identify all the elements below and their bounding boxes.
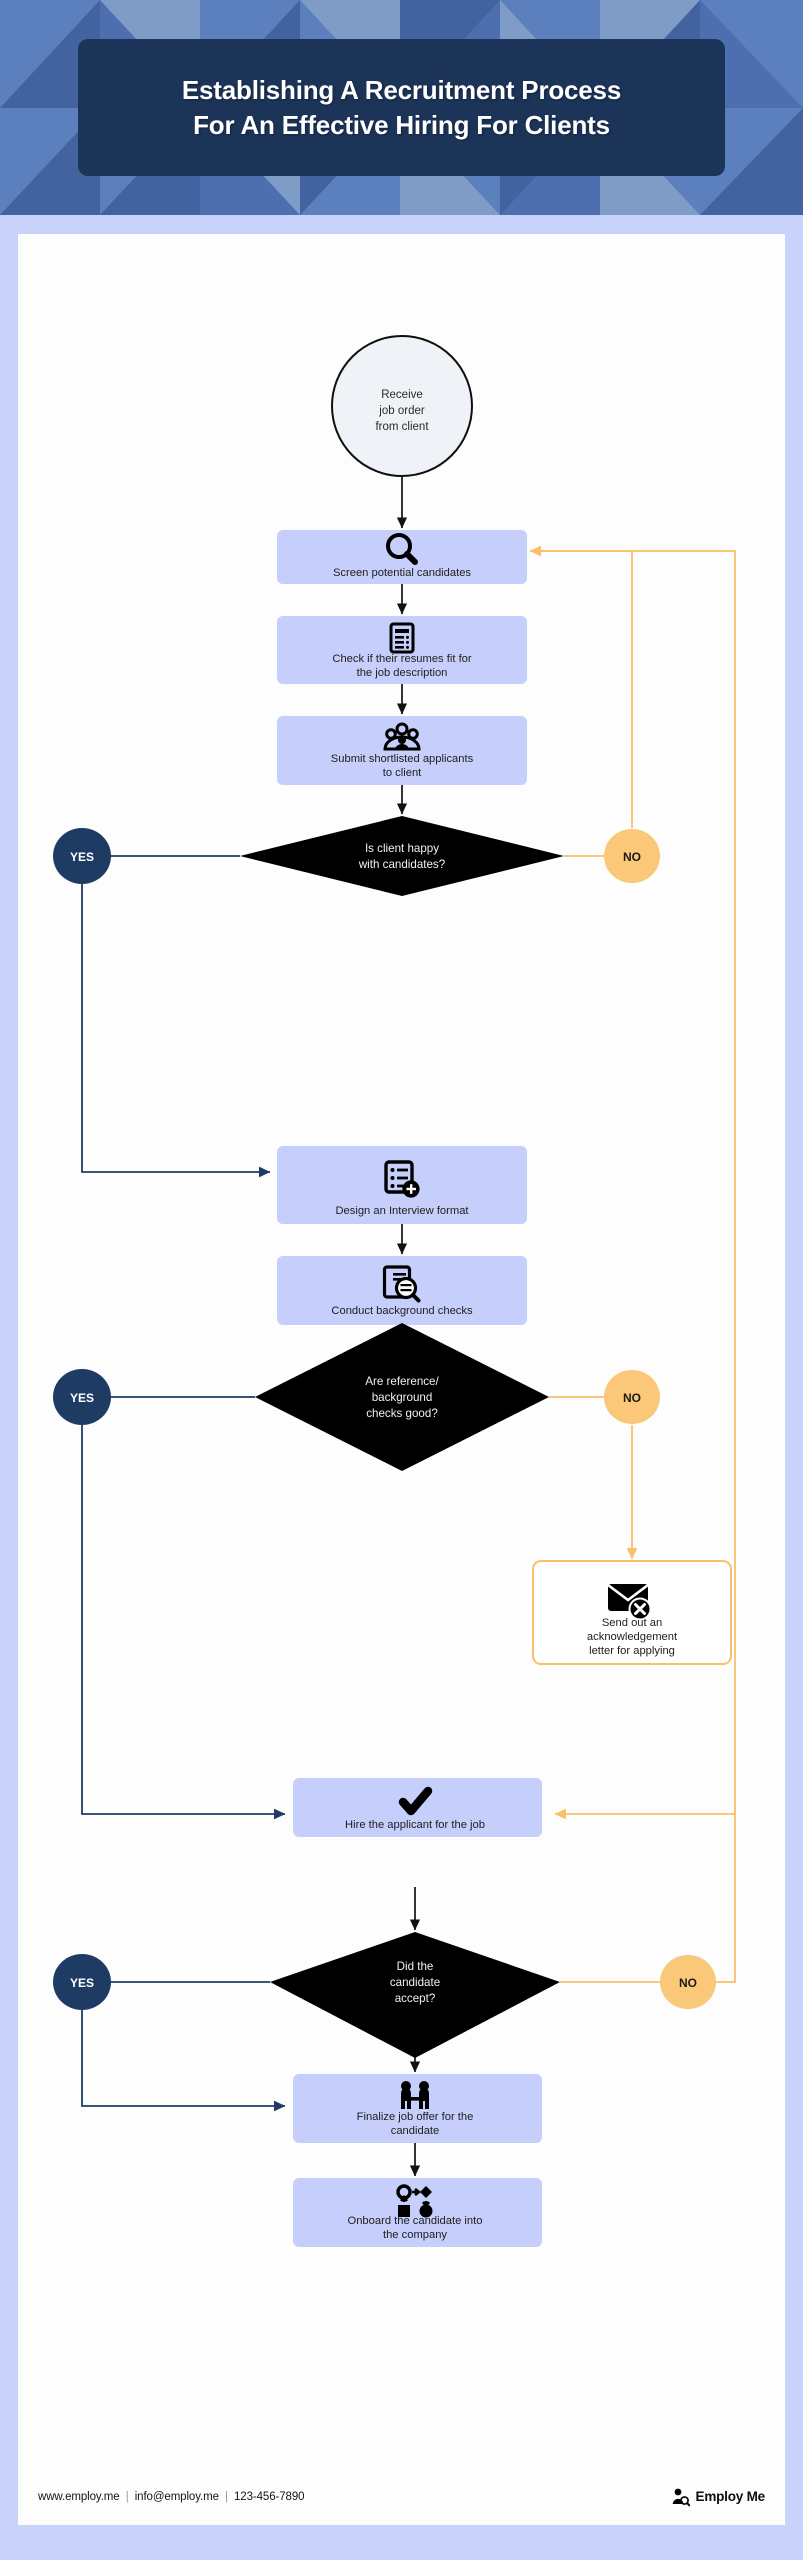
title-card: Establishing A Recruitment Process For A… [78,39,725,176]
title-line-1: Establishing A Recruitment Process [181,75,622,106]
step-hire-applicant[interactable]: Hire the applicant for the job [293,1778,542,1837]
step-background-checks-label: Conduct background checks [331,1305,473,1317]
decision-checks-good-line-3: checks good? [366,1407,438,1420]
step-check-resumes-line-2: the job description [357,667,448,679]
start-node-line-1: Receive [381,389,423,401]
step-submit-shortlist-line-1: Submit shortlisted applicants [331,753,474,765]
footer-website[interactable]: www.employ.me [38,2490,120,2503]
brand-name: Employ Me [695,2489,766,2504]
footer-phone[interactable]: 123-456-7890 [234,2490,305,2503]
no-label-3: NO [679,1976,697,1990]
step-send-ack-letter-line-3: letter for applying [589,1645,675,1657]
brand-logo[interactable]: Employ Me [670,2487,765,2507]
envelope-x-icon [607,1583,652,1621]
step-submit-shortlist[interactable]: Submit shortlisted applicants to client [277,716,527,785]
decision-client-happy-yes-badge[interactable]: YES [53,828,111,884]
footer-email[interactable]: info@employ.me [134,2490,219,2503]
decision-client-happy-line-1: Is client happy [365,842,439,855]
flowchart: Receive job order from client Screen pot… [53,335,736,2247]
step-finalize-offer[interactable]: Finalize job offer for the candidate [293,2074,542,2143]
footer: www.employ.me | info@employ.me | 123-456… [18,2468,785,2525]
magnifier-icon [386,533,418,565]
edge-yes1-to-design [81,884,271,1178]
decision-candidate-accept-line-3: accept? [395,1992,436,2005]
decision-client-happy[interactable]: Is client happy with candidates? [240,816,564,896]
decision-candidate-accept-no-badge[interactable]: NO [660,1955,716,2009]
step-onboard-candidate-line-2: the company [383,2229,447,2241]
header-banner: Establishing A Recruitment Process For A… [0,0,803,215]
step-hire-applicant-label: Hire the applicant for the job [345,1819,485,1831]
start-node[interactable]: Receive job order from client [331,335,473,477]
step-design-interview-label: Design an Interview format [335,1205,469,1217]
checkmark-icon [398,1786,433,1816]
decision-candidate-accept-line-2: candidate [390,1976,440,1989]
person-search-icon [672,2488,690,2506]
start-node-line-3: from client [375,421,429,433]
decision-candidate-accept-line-1: Did the [397,1960,434,1973]
step-send-ack-letter-line-2: acknowledgement [587,1631,678,1643]
step-check-resumes[interactable]: Check if their resumes fit for the job d… [277,616,527,684]
edge-yes2-to-hire [81,1425,286,1820]
step-send-ack-letter[interactable]: Send out an acknowledgement letter for a… [532,1560,732,1665]
step-finalize-offer-line-1: Finalize job offer for the [357,2111,474,2123]
connector-lines [81,476,736,2177]
start-node-line-2: job order [378,405,425,417]
page-title: Establishing A Recruitment Process For A… [182,73,621,142]
decision-candidate-accept[interactable]: Did the candidate accept? [270,1932,560,2058]
step-screen-candidates-label: Screen potential candidates [333,567,471,579]
handshake-icon [401,2081,429,2109]
yes-label-2: YES [70,1391,94,1405]
document-search-icon [382,1265,421,1303]
step-submit-shortlist-line-2: to client [383,767,422,779]
checklist-plus-icon [384,1160,420,1198]
edge-yes3-to-finalize [81,2010,286,2112]
step-send-ack-letter-line-1: Send out an [602,1617,662,1629]
step-onboard-candidate[interactable]: Onboard the candidate into the company [293,2178,542,2247]
people-group-icon [383,722,421,751]
footer-contact-info: www.employ.me | info@employ.me | 123-456… [38,2490,305,2503]
step-check-resumes-line-1: Check if their resumes fit for [332,653,472,665]
edge-no3-to-rail [716,1814,736,1983]
decision-checks-good-line-1: Are reference/ [365,1375,439,1388]
footer-separator-1: | [125,2490,129,2503]
edge-no1-loop-back [529,545,633,828]
decision-checks-good-no-badge[interactable]: NO [604,1370,660,1424]
yes-label-1: YES [70,850,94,864]
decision-client-happy-no-badge[interactable]: NO [604,829,660,883]
no-label-1: NO [623,850,641,864]
decision-candidate-accept-yes-badge[interactable]: YES [53,1954,111,2010]
document-list-icon [389,622,415,654]
decision-checks-good-yes-badge[interactable]: YES [53,1369,111,1425]
workflow-shapes-icon [396,2184,433,2218]
title-line-2: For An Effective Hiring For Clients [193,109,610,140]
yes-label-3: YES [70,1976,94,1990]
step-finalize-offer-line-2: candidate [391,2125,440,2137]
decision-client-happy-line-2: with candidates? [358,858,446,871]
decision-checks-good-line-2: background [372,1391,433,1404]
step-background-checks[interactable]: Conduct background checks [277,1256,527,1325]
edge-far-right-rail [530,550,736,1820]
step-design-interview[interactable]: Design an Interview format [277,1146,527,1224]
step-onboard-candidate-line-1: Onboard the candidate into [348,2215,483,2227]
no-label-2: NO [623,1391,641,1405]
decision-checks-good[interactable]: Are reference/ background checks good? [255,1323,549,1471]
footer-separator-2: | [225,2490,228,2503]
step-screen-candidates[interactable]: Screen potential candidates [277,530,527,584]
